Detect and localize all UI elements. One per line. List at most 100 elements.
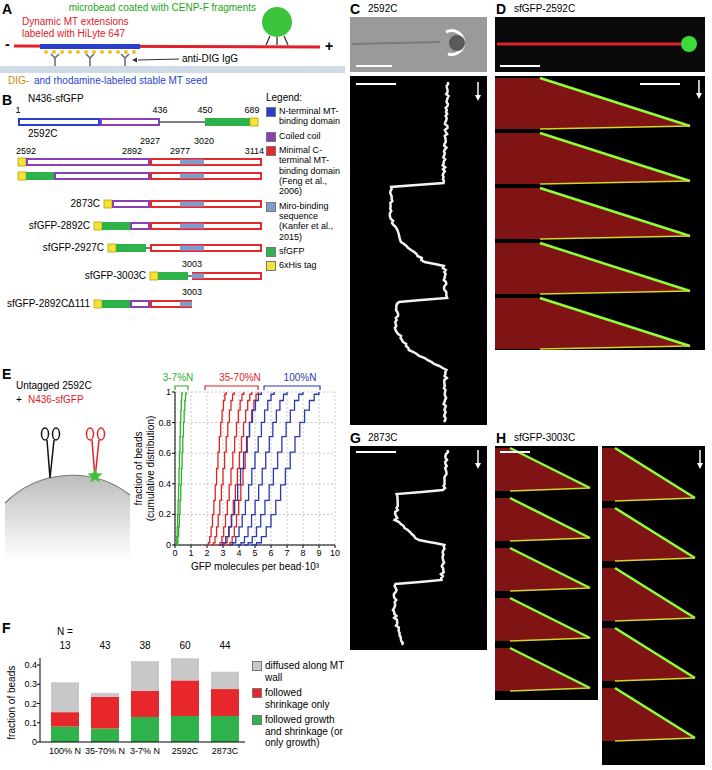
mt-signal xyxy=(602,508,695,561)
n-label: N = xyxy=(57,626,73,638)
n-value: 60 xyxy=(179,640,190,652)
bead-track xyxy=(615,678,695,681)
bead-outline xyxy=(5,475,130,503)
miro-segment xyxy=(180,174,204,179)
linker xyxy=(146,247,150,249)
gfp-segment xyxy=(26,172,54,180)
his-segment xyxy=(250,118,258,126)
stable-seed xyxy=(40,44,140,49)
legend-swatch xyxy=(252,661,262,671)
tick-label: 0 xyxy=(172,548,177,558)
dig-dot xyxy=(100,50,104,54)
grid-line xyxy=(319,392,320,545)
bead-track xyxy=(540,298,690,346)
construct-head xyxy=(53,428,60,440)
arrow-head xyxy=(475,95,481,101)
kymograph xyxy=(350,446,487,650)
tick-label: 0 xyxy=(166,540,171,550)
tick-mark xyxy=(37,703,40,704)
residue-number: 2977 xyxy=(170,146,190,156)
C-segment xyxy=(151,201,261,207)
bar-red xyxy=(91,697,119,729)
panel-letter: B xyxy=(2,92,12,108)
dig-dot xyxy=(60,50,64,54)
kymograph xyxy=(350,76,487,425)
legend-swatch xyxy=(266,132,276,142)
seed-label: and rhodamine-labeled stable MT seed xyxy=(34,75,207,87)
dig-dot xyxy=(52,50,56,54)
tick-label: 4 xyxy=(236,548,241,558)
residue-number: 436 xyxy=(152,105,167,115)
linker xyxy=(160,121,205,123)
construct-name: sfGFP-2927C xyxy=(43,242,104,254)
bead-track xyxy=(615,448,695,498)
coil-segment xyxy=(55,173,149,179)
bead-label: microbead coated with CENP-F fragments xyxy=(69,2,256,14)
legend-text: followed growth and shrinkage (or only g… xyxy=(265,714,347,749)
panel-letter: A xyxy=(2,1,12,17)
category-label: 3-7% N xyxy=(130,746,160,756)
legend-swatch xyxy=(252,688,262,698)
legend-swatch xyxy=(252,715,262,725)
category-label: 2873C xyxy=(212,746,239,756)
panel-letter: H xyxy=(496,430,506,446)
cartoon-label: Untagged 2592C xyxy=(16,380,92,392)
mt-label: Dynamic MT extensions labeled with HiLyt… xyxy=(22,16,152,39)
gfp-segment xyxy=(205,118,250,126)
kymograph xyxy=(495,76,705,350)
mt-signal xyxy=(602,568,695,621)
grid-line xyxy=(191,392,192,545)
axis-line xyxy=(40,658,245,742)
tick-label: 3 xyxy=(220,548,225,558)
kymograph xyxy=(495,446,598,700)
arrow-head xyxy=(697,463,703,469)
legend-swatch xyxy=(266,202,276,212)
residue-number: 3003 xyxy=(182,259,202,269)
gfp-segment xyxy=(102,222,130,230)
grid-line xyxy=(207,392,208,545)
gfp-star xyxy=(87,468,102,482)
mt-signal xyxy=(495,78,690,129)
n-value: 13 xyxy=(59,640,70,652)
legend-text: sfGFP xyxy=(279,246,347,256)
panel-letter: C xyxy=(350,1,360,17)
scale-bar xyxy=(356,83,396,85)
tick-label: 0.6 xyxy=(158,448,171,458)
legend-swatch xyxy=(266,261,276,271)
C-segment xyxy=(151,245,261,251)
miro-segment xyxy=(180,302,192,307)
bead-track xyxy=(540,133,690,181)
tick-label: 0.2 xyxy=(24,699,37,709)
tick-label: 0.3 xyxy=(24,679,37,689)
N-segment xyxy=(19,119,99,125)
bead-track xyxy=(615,568,695,618)
legend-swatch xyxy=(266,107,276,117)
dig-dot xyxy=(124,50,128,54)
panel-letter: D xyxy=(496,1,506,17)
category-label: 2592C xyxy=(172,746,199,756)
mt-signal xyxy=(495,188,690,239)
tick-mark xyxy=(37,742,40,743)
tether xyxy=(284,36,288,45)
mt-signal xyxy=(602,448,695,501)
end-sign: - xyxy=(5,36,10,52)
mt-signal xyxy=(495,648,590,691)
legend-text: N-terminal MT-binding domain xyxy=(279,106,347,127)
phase-image xyxy=(350,17,487,72)
his-segment xyxy=(94,300,102,308)
group-bracket xyxy=(264,386,320,390)
residue-number: 3020 xyxy=(194,136,214,146)
bead-track xyxy=(540,346,690,349)
mt-image xyxy=(352,42,440,44)
construct-name: sfGFP-3003C xyxy=(85,270,146,282)
coil-segment xyxy=(131,301,149,307)
his-segment xyxy=(150,272,158,280)
panel-letter: E xyxy=(2,366,11,382)
coil-segment xyxy=(27,159,149,165)
scale-bar xyxy=(500,65,540,67)
construct-name: sfGFP-2892CΔ111 xyxy=(7,298,90,310)
bar-green xyxy=(171,716,199,742)
group-bracket xyxy=(205,386,258,390)
cdf-curve xyxy=(177,392,187,545)
